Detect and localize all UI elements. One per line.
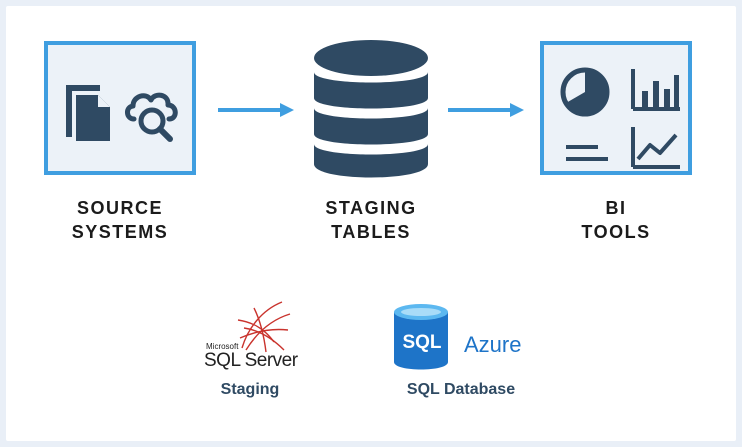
bi-tools-label: BI TOOLS (526, 196, 706, 244)
documents-icon (66, 85, 110, 141)
source-label-line1: SOURCE (76, 198, 163, 218)
bi-label-line1: BI (605, 198, 627, 218)
sql-server-swirl-icon (237, 301, 291, 353)
pie-chart-icon (560, 67, 610, 117)
arrow-staging-to-bi (448, 103, 524, 117)
sql-server-logo: Microsoft SQL Server (196, 298, 316, 376)
staging-tables-label: STAGING TABLES (281, 196, 461, 244)
source-systems-label: SOURCE SYSTEMS (30, 196, 210, 244)
source-systems-box (44, 41, 196, 175)
bi-tools-box (540, 41, 692, 175)
bar-chart-icon (631, 69, 680, 111)
azure-sql-badge-text: SQL (402, 332, 442, 353)
line-chart-icon (631, 127, 680, 169)
sql-server-wordmark: SQL Server (204, 350, 298, 371)
microsoft-wordmark: Microsoft (206, 342, 239, 351)
bi-label-line2: TOOLS (581, 222, 651, 242)
azure-wordmark: Azure (464, 332, 522, 357)
database-icon (314, 40, 428, 178)
staging-label-line1: STAGING (325, 198, 417, 218)
staging-label-line2: TABLES (331, 222, 411, 242)
diagram-canvas: SOURCE SYSTEMS STAGING TABLES BI TOOLS M… (6, 6, 736, 441)
text-lines-icon (566, 145, 608, 161)
cloud-search-icon (125, 92, 178, 142)
staging-caption: Staging (220, 381, 280, 398)
source-label-line2: SYSTEMS (71, 222, 169, 242)
sql-database-caption: SQL Database (406, 381, 516, 398)
azure-sql-logo: SQL Azure (390, 302, 550, 378)
arrow-source-to-staging (218, 103, 294, 117)
azure-sql-cylinder-icon (394, 304, 448, 370)
